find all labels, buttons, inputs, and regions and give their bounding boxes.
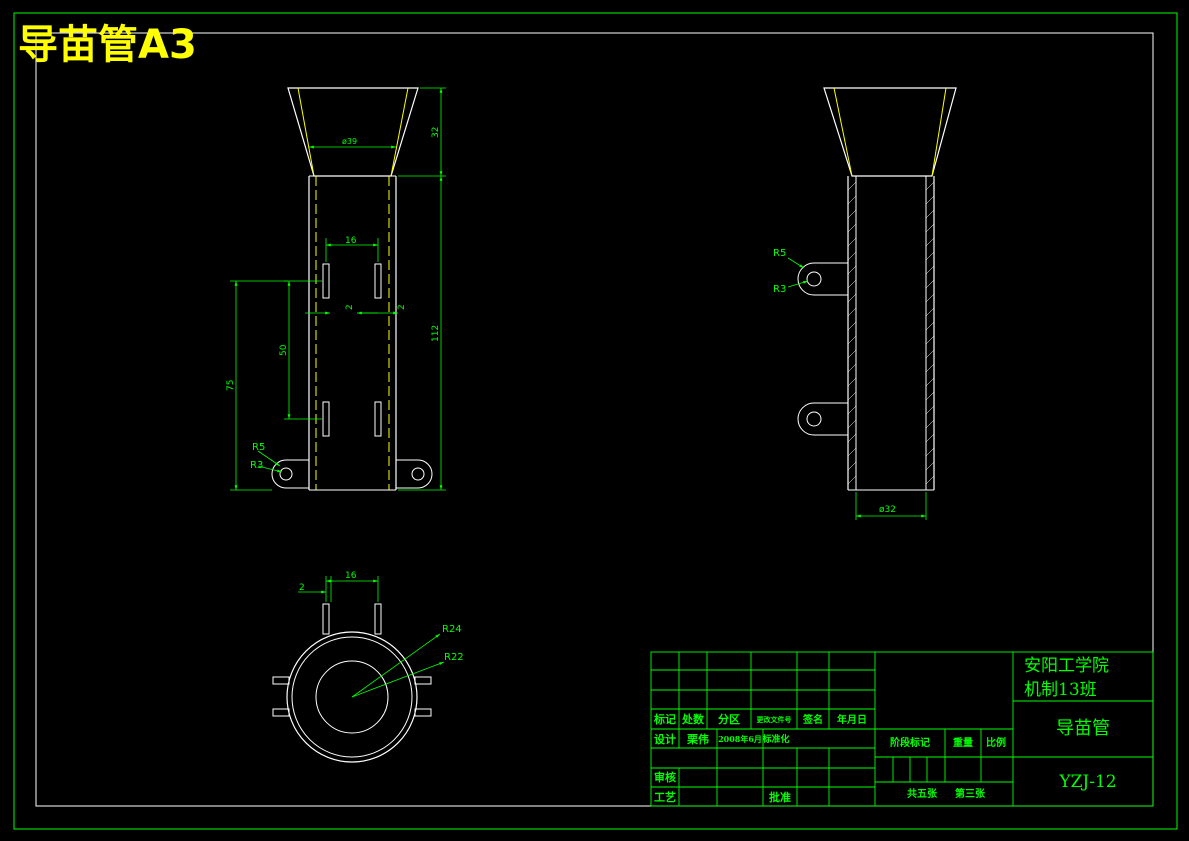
dim-bracket-height: 75 (226, 380, 236, 391)
side-funnel-inner (833, 87, 947, 177)
side-lug-lower (797, 402, 848, 436)
side-lug-hole-upper (806, 271, 822, 287)
tb-header-change-doc: 更改文件号 (757, 715, 792, 724)
tb-drawing-no: YZJ-12 (1058, 772, 1116, 792)
tb-total-sheets: 共五张 (907, 787, 938, 800)
tb-design-label: 设计 (654, 732, 676, 746)
tb-class: 机制13班 (1024, 680, 1097, 700)
front-lug-left (271, 459, 309, 489)
outer-border (13, 12, 1178, 830)
tb-header-zone: 分区 (718, 712, 740, 726)
front-lug-right (396, 459, 433, 489)
dim-slot-width-left: 2 (345, 304, 355, 310)
tb-weight: 重量 (953, 736, 973, 749)
side-lug-hole-lower (806, 411, 822, 427)
tb-header-mark: 标记 (653, 712, 676, 726)
front-funnel-outline (287, 87, 419, 177)
side-lug-upper (797, 262, 848, 296)
tb-header-count: 处数 (681, 712, 705, 726)
tb-design-date: 2008年6月 (718, 734, 762, 744)
front-lug-hole-left (279, 467, 293, 481)
side-dim-lug-outer-radius: R5 (773, 248, 786, 259)
front-lug-hole-right (411, 467, 425, 481)
top-inner-circle (291, 636, 413, 758)
dim-cone-height: 32 (431, 127, 441, 138)
tb-part-name: 导苗管 (1056, 718, 1110, 739)
tb-process: 工艺 (654, 790, 676, 804)
front-slot-tab (322, 401, 330, 437)
top-dim-inner-radius: R22 (444, 652, 464, 663)
side-view: R5 R3 ø32 (773, 87, 957, 520)
dim-tube-length: 112 (431, 325, 441, 342)
side-funnel-outline (823, 87, 957, 177)
top-bore-circle (315, 660, 389, 734)
side-dim-tube-diameter: ø32 (879, 505, 896, 515)
dim-slot-pitch: 50 (279, 344, 289, 356)
tb-header-sign: 签名 (802, 713, 823, 726)
tb-scale: 比例 (986, 736, 1006, 749)
tb-approve: 批准 (769, 790, 791, 804)
front-slot-tab (322, 263, 330, 299)
front-funnel-inner (297, 87, 409, 177)
dim-slot-spacing: 16 (345, 236, 357, 246)
tb-sheet-no: 第三张 (955, 787, 986, 800)
side-section-hatch (847, 181, 935, 485)
top-tab (374, 603, 382, 635)
side-dim-lug-hole-radius: R3 (773, 284, 786, 295)
top-lug (414, 708, 432, 717)
inner-border (35, 32, 1154, 807)
tb-review: 审核 (654, 770, 676, 784)
top-view: 2 16 R24 R22 (272, 571, 464, 763)
front-slot-tab (374, 263, 382, 299)
title-block (650, 651, 1154, 807)
dim-lug-hole-radius: R3 (250, 460, 263, 471)
top-tab (322, 603, 330, 635)
tb-school: 安阳工学院 (1024, 656, 1109, 676)
top-dim-outer-radius: R24 (442, 624, 462, 635)
drawing-title: 导苗管A3 (18, 22, 197, 68)
front-slot-tab (374, 401, 382, 437)
dim-lug-outer-radius: R5 (252, 442, 265, 453)
tb-designer: 栗伟 (687, 732, 709, 746)
tb-header-date: 年月日 (837, 713, 867, 726)
tb-stage-mark: 阶段标记 (890, 736, 930, 749)
tb-standardize: 标准化 (761, 733, 789, 745)
title-block-text: 安阳工学院 机制13班 导苗管 YZJ-12 标记 处数 分区 更改文件号 签名… (653, 656, 1117, 804)
top-lug (414, 676, 432, 685)
dim-slot-width-right: 2 (397, 304, 407, 310)
top-lug (272, 676, 290, 685)
top-dim-slot-width: 2 (299, 583, 305, 593)
front-view: ø39 32 112 16 2 2 50 75 R5 R3 (226, 87, 446, 491)
dim-top-diameter: ø39 (342, 137, 357, 146)
top-dim-slot-spacing: 16 (345, 571, 357, 581)
top-lug (272, 708, 290, 717)
top-outer-circle (286, 631, 418, 763)
